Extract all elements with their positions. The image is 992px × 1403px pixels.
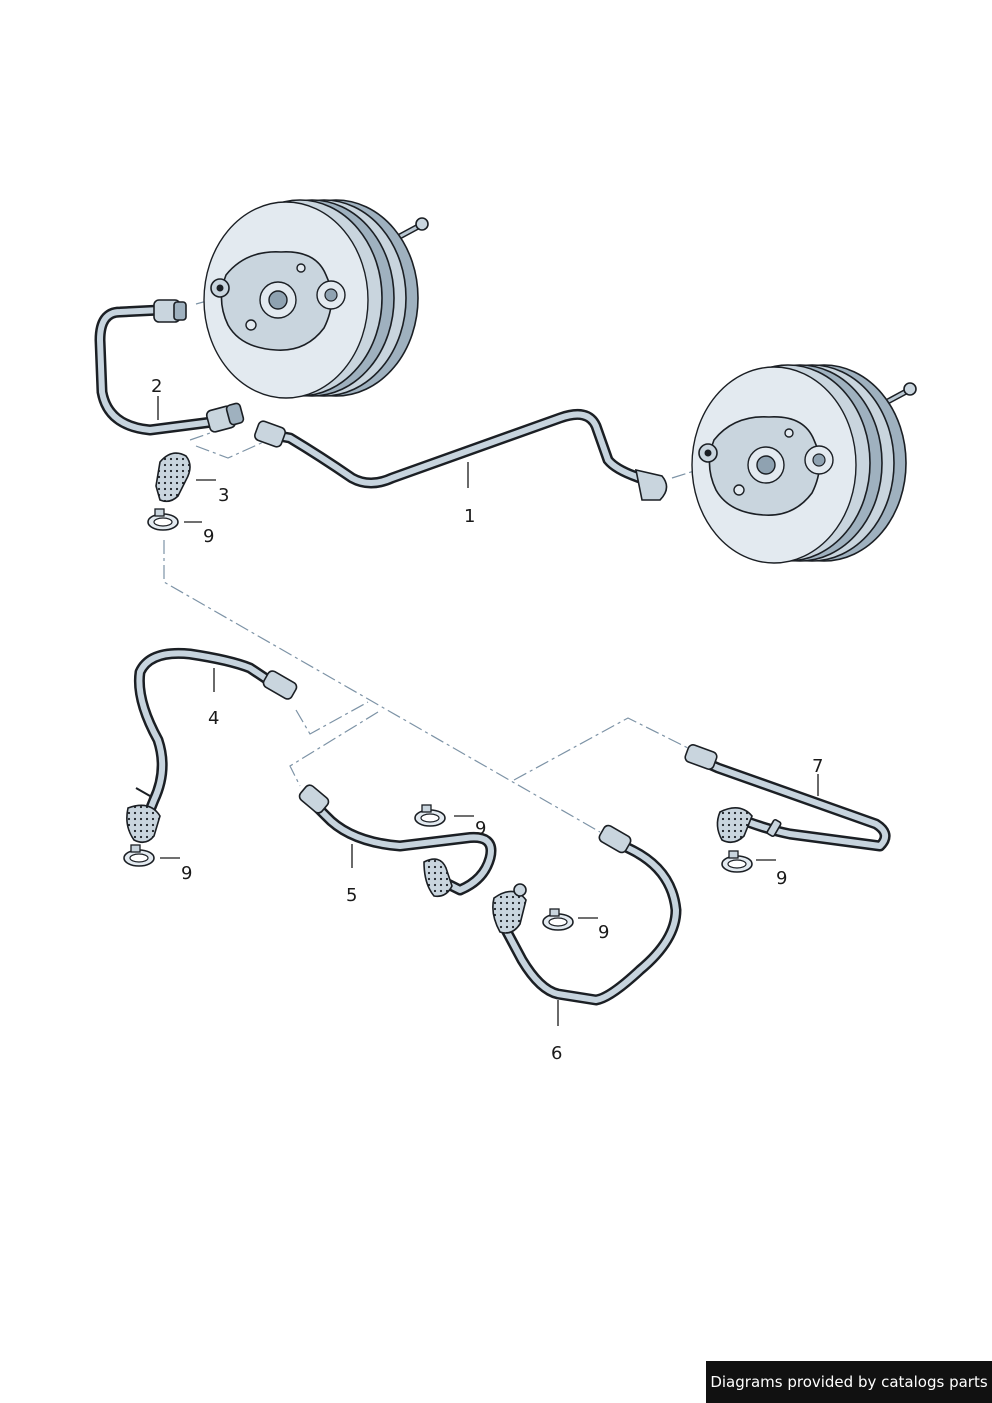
vacuum-hose-part-6: [492, 824, 682, 1006]
hose-clamp-part-6: [542, 908, 574, 931]
vacuum-hose-part-5: [298, 784, 497, 898]
callout-9-part5: 9: [475, 818, 486, 839]
attribution-banner: Diagrams provided by catalogs parts: [706, 1361, 992, 1403]
callout-6: 6: [551, 1043, 562, 1064]
elbow-connector-part-3: [155, 452, 191, 503]
vacuum-hose-part-4: [126, 647, 298, 844]
hose-clamp-part-4: [123, 844, 155, 867]
vacuum-hose-part-7: [684, 744, 891, 852]
hose-clamp-part-7: [721, 850, 753, 873]
assembly-guide-lines: [163, 297, 711, 833]
hose-clamp-upper: [147, 508, 179, 531]
hose-clamp-part-5: [414, 804, 446, 827]
callout-4: 4: [208, 708, 219, 729]
callout-5: 5: [346, 885, 357, 906]
callout-9-upper: 9: [203, 526, 214, 547]
vacuum-hose-part-2: [94, 299, 245, 436]
callout-3: 3: [218, 485, 229, 506]
brake-booster-upper: [204, 200, 428, 398]
callout-1: 1: [464, 506, 475, 527]
callout-9-part4: 9: [181, 863, 192, 884]
callout-labels: 1 2 3 9 4 9 5 9 6 9 7 9: [151, 376, 823, 1064]
callout-2: 2: [151, 376, 162, 397]
attribution-text: Diagrams provided by catalogs parts: [710, 1373, 988, 1391]
callout-9-part6: 9: [598, 922, 609, 943]
callout-9-part7: 9: [776, 868, 787, 889]
vacuum-line-part-1: [254, 408, 668, 501]
brake-booster-lower: [692, 365, 916, 563]
callout-7: 7: [812, 756, 823, 777]
leader-lines: [157, 396, 819, 1026]
